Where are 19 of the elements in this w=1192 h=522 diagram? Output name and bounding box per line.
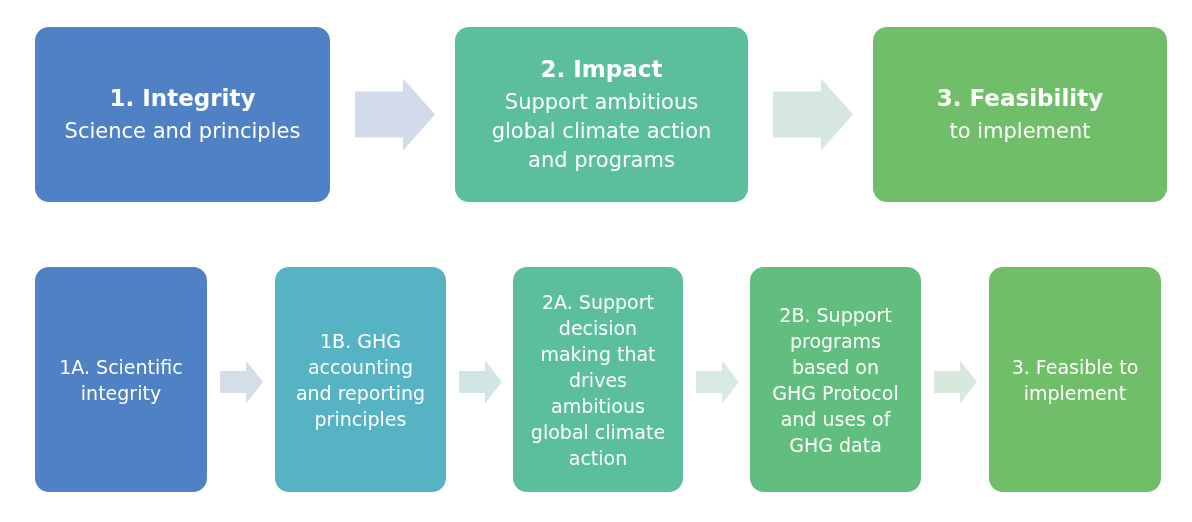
process-box — [989, 267, 1161, 492]
heading-text: 2. Impact — [540, 55, 663, 84]
process-box — [513, 267, 683, 492]
description-text: Science and principles — [64, 118, 301, 145]
process-box — [35, 267, 207, 492]
description-text: to implement — [949, 118, 1091, 145]
process-box — [750, 267, 921, 492]
heading-text: 3. Feasibility — [936, 84, 1104, 113]
step-text: 2A. Support decision making that drives ambitious global climate action — [529, 289, 667, 471]
step-text: 1B. GHG accounting and reporting principles — [294, 328, 427, 432]
description-text: Support ambitious global climate action and programs — [490, 89, 713, 174]
process-box — [455, 27, 748, 202]
step-text: 2B. Support programs based on GHG Protocol and uses of GHG data — [771, 302, 900, 458]
heading-text: 1. Integrity — [109, 84, 256, 113]
process-box — [873, 27, 1167, 202]
step-text: 1A. Scientific integrity — [58, 354, 184, 406]
process-box — [275, 267, 446, 492]
step-text: 3. Feasible to implement — [1010, 354, 1140, 406]
process-box — [35, 27, 330, 202]
